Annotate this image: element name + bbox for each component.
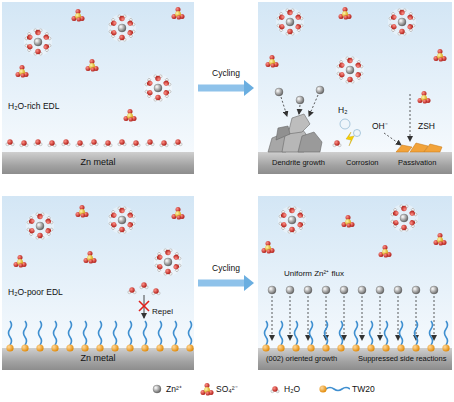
legend-symbol	[200, 382, 214, 396]
arrow-shaft	[198, 280, 245, 287]
panel-label: ZSH	[418, 122, 435, 131]
band-label: Corrosion	[346, 159, 379, 167]
arrow-shaft	[198, 85, 245, 92]
arrow-head	[244, 275, 254, 291]
zn-metal-band: (002) oriented growth Suppressed side rea…	[258, 348, 452, 370]
panel-label: OH⁻	[372, 122, 388, 131]
electrolyte-panel: H₂O-poor EDL Repel Zn metal	[2, 196, 194, 370]
legend-symbol	[271, 386, 279, 392]
band-label: Passivation	[398, 159, 436, 167]
arrow-label: Cycling	[212, 69, 240, 78]
electrolyte-panel: Uniform Zn²⁺ flux (002) oriented growth Su…	[258, 196, 452, 370]
legend-symbol	[318, 382, 350, 396]
legend-symbol	[201, 383, 214, 396]
arrow-head	[244, 80, 254, 96]
legend-symbol	[268, 382, 282, 396]
band-label: Dendrite growth	[272, 159, 325, 167]
electrolyte-panel: H₂O-rich EDL Zn metal	[2, 2, 194, 174]
legend-label: Zn²⁺	[166, 385, 182, 394]
panel-label: Uniform Zn²⁺ flux	[284, 270, 344, 278]
panel-label: H₂	[338, 106, 347, 115]
legend-symbol	[153, 385, 161, 393]
cycling-arrow	[198, 80, 254, 96]
legend-label: SO₄²⁻	[216, 385, 238, 394]
band-label: Zn metal	[2, 354, 194, 363]
band-label: (002) oriented growth	[266, 355, 337, 363]
zn-metal-band: Dendrite growth Corrosion Passivation	[258, 152, 452, 174]
zn-metal-band: Zn metal	[2, 348, 194, 370]
panel-label: H₂O-poor EDL	[8, 288, 63, 297]
panel-label: Repel	[152, 308, 173, 316]
legend-label: TW20	[352, 385, 375, 394]
panel-label: H₂O-rich EDL	[8, 102, 59, 111]
band-label: Suppressed side reactions	[358, 355, 446, 363]
legend-label: H₂O	[284, 385, 300, 394]
electrolyte-panel: H₂ OH⁻ ZSH Dendrite growth Corrosion Passivat…	[258, 2, 452, 174]
arrow-label: Cycling	[212, 264, 240, 273]
legend-symbol	[319, 385, 350, 392]
zn-metal-band: Zn metal	[2, 152, 194, 174]
cycling-arrow	[198, 275, 254, 291]
legend-symbol	[150, 382, 164, 396]
band-label: Zn metal	[2, 158, 194, 167]
